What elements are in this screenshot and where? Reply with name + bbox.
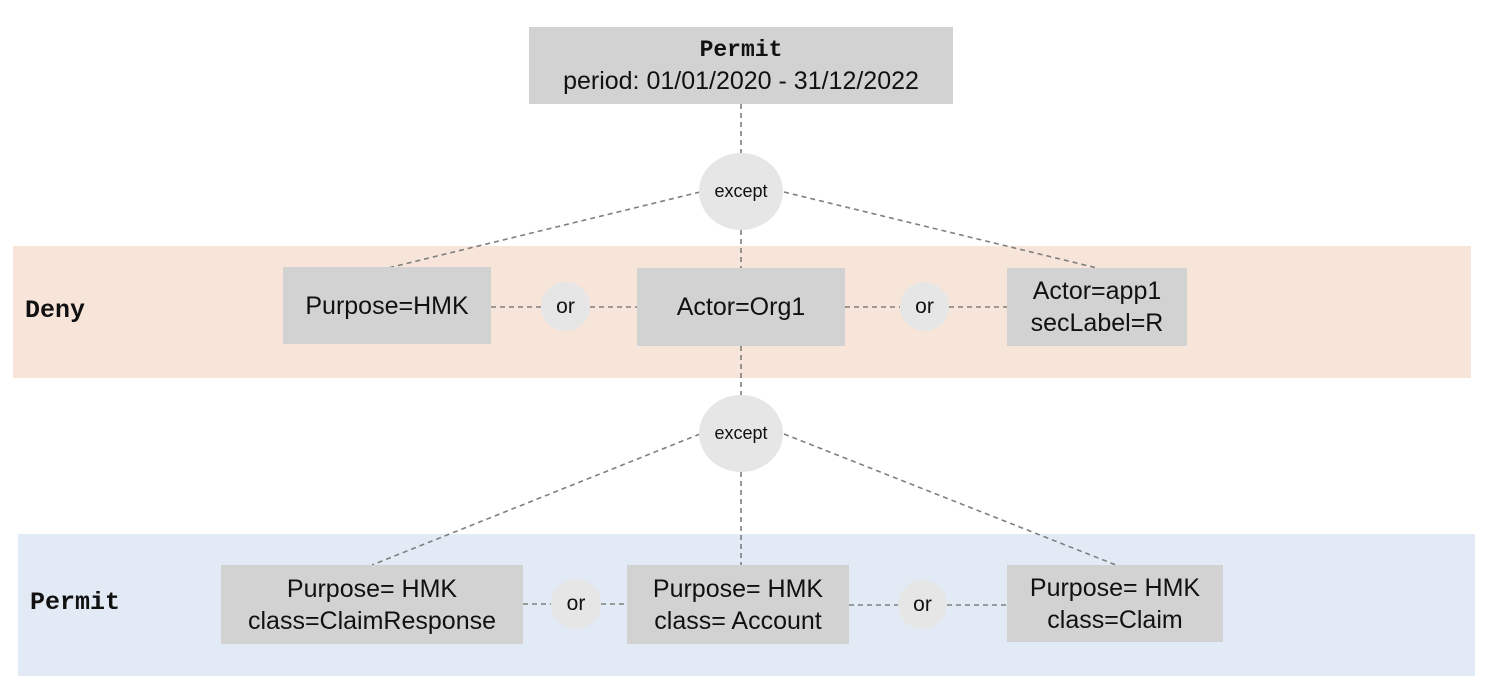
or-label: or <box>915 294 934 318</box>
or-label: or <box>566 592 586 615</box>
or-operator-deny-1: or <box>541 282 590 331</box>
condition-line: Actor=Org1 <box>676 293 806 321</box>
condition-actor-app1: Actor=app1 secLabel=R <box>1007 268 1187 346</box>
condition-actor-org1: Actor=Org1 <box>637 268 845 346</box>
condition-purpose-hmk: Purpose=HMK <box>283 267 491 344</box>
condition-line: Purpose= HMK <box>652 574 824 603</box>
connector-except1-to-actor-app1 <box>783 191 1098 269</box>
except-label: except <box>714 423 768 443</box>
or-operator-deny-2: or <box>900 282 949 331</box>
or-label: or <box>913 592 932 616</box>
permit-rule-title: Permit <box>699 36 783 63</box>
or-label: or <box>556 294 575 318</box>
condition-account: Purpose= HMK class= Account <box>627 565 849 644</box>
condition-line: class= Account <box>654 606 822 635</box>
connector-except2-to-claim <box>783 433 1117 566</box>
permit-rule-box: Permit period: 01/01/2020 - 31/12/2022 <box>529 27 953 104</box>
except-label: except <box>714 181 768 201</box>
condition-claim: Purpose= HMK class=Claim <box>1007 565 1223 642</box>
condition-line: Actor=app1 <box>1032 277 1162 305</box>
except-operator-top: except <box>699 153 783 230</box>
condition-claimresponse: Purpose= HMK class=ClaimResponse <box>221 565 523 644</box>
permit-band-label: Permit <box>30 588 121 617</box>
except-operator-bottom: except <box>699 395 783 472</box>
condition-line: class=Claim <box>1047 605 1183 634</box>
permit-rule-period: period: 01/01/2020 - 31/12/2022 <box>563 66 919 95</box>
condition-line: Purpose=HMK <box>305 291 469 320</box>
connector-except1-to-purpose-hmk <box>387 191 701 269</box>
or-operator-permit-2: or <box>898 580 947 629</box>
condition-line: Purpose= HMK <box>286 574 458 603</box>
condition-line: Purpose= HMK <box>1029 573 1201 602</box>
deny-band-label: Deny <box>25 296 86 325</box>
condition-line: secLabel=R <box>1030 309 1164 337</box>
condition-line: class=ClaimResponse <box>247 606 497 635</box>
connector-except2-to-claimresponse <box>371 433 701 566</box>
or-operator-permit-1: or <box>551 579 601 629</box>
